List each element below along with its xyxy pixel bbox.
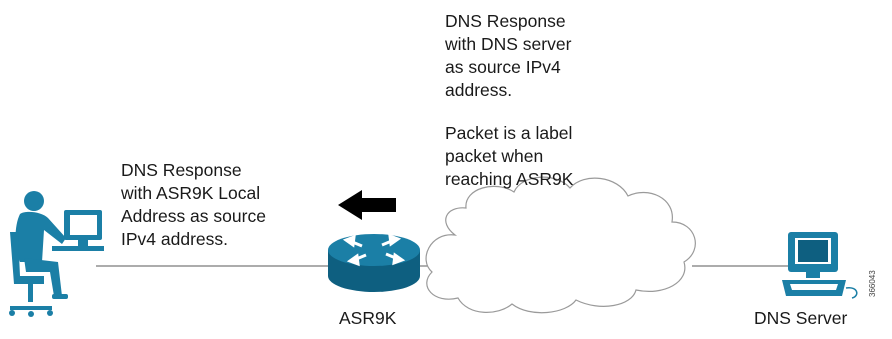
server-side-response-note: DNS Response with DNS server as source I… <box>445 11 572 100</box>
label-packet-note: Packet is a label packet when reaching A… <box>445 123 574 189</box>
server-label: DNS Server <box>754 308 848 328</box>
network-cloud-icon <box>425 176 696 314</box>
user-side-response-note: DNS Response with ASR9K Local Address as… <box>121 160 266 249</box>
user-at-workstation-icon <box>9 191 104 317</box>
computer-terminal-icon <box>782 232 858 299</box>
router-label: ASR9K <box>339 308 397 328</box>
router-icon <box>328 233 420 292</box>
figure-id: 366043 <box>868 270 877 297</box>
left-arrow-icon <box>338 190 396 220</box>
